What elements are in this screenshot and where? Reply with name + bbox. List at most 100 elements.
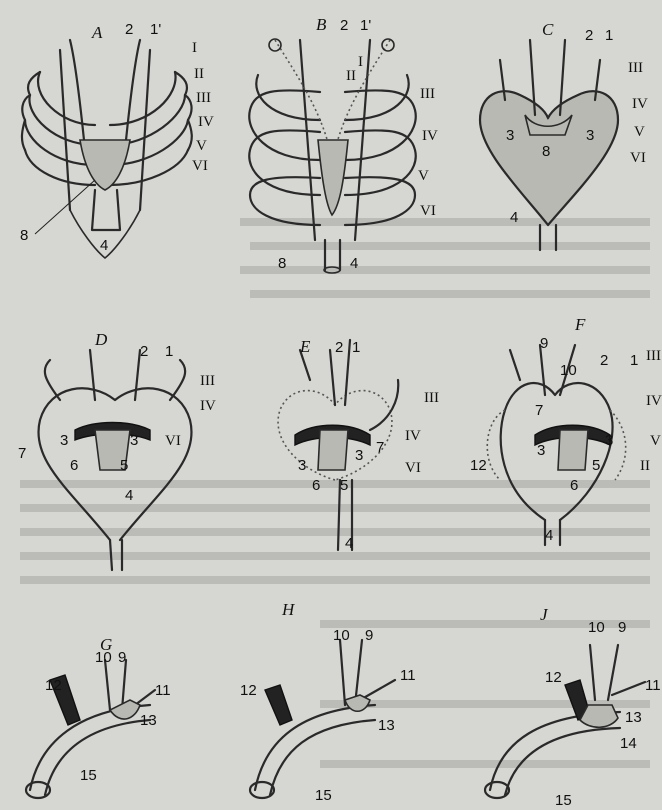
panel-d-part-6: 6 (70, 457, 78, 474)
panel-d-part-3-left: 3 (60, 432, 68, 449)
panel-f-part-5: 5 (592, 457, 600, 474)
panel-a-arch-vi: VI (192, 158, 208, 174)
panel-f-part-3-right: 3 (605, 432, 613, 449)
panel-h-part-13: 13 (378, 717, 395, 734)
panel-f-label-1: 1 (630, 352, 638, 369)
panel-a-label-2: 2 (125, 21, 133, 38)
panel-e-part-4: 4 (345, 535, 353, 552)
panel-e-part-5: 5 (340, 477, 348, 494)
panel-c-arch-v: V (634, 124, 645, 140)
panel-f-arch-iv: IV (646, 393, 662, 409)
panel-h-label-9: 9 (365, 627, 373, 644)
panel-b-arch-iv: IV (422, 128, 438, 144)
panel-c-arch-vi: VI (630, 150, 646, 166)
panel-b-label-1: 1' (360, 17, 371, 34)
panel-h-letter: H (281, 600, 296, 619)
panel-a-label-1: 1' (150, 21, 161, 38)
panel-j-part-11: 11 (645, 677, 661, 694)
panel-f-letter: F (574, 315, 586, 334)
panel-c-arch-iv: IV (632, 96, 648, 112)
panel-j-label-9: 9 (618, 619, 626, 636)
panel-d-letter: D (94, 330, 108, 349)
panel-j-part-12: 12 (545, 669, 562, 686)
panel-e-letter: E (299, 337, 311, 356)
panel-f-part-7: 7 (535, 402, 543, 419)
panel-b-label-2: 2 (340, 17, 348, 34)
panel-f-label-10: 10 (560, 362, 577, 379)
panel-e-part-7: 7 (376, 439, 384, 456)
panel-c-arch-iii: III (628, 60, 643, 76)
panel-b: B 2 1' I II III IV V VI 8 4 (249, 15, 438, 273)
panel-c-part-3-right: 3 (586, 127, 594, 144)
panel-e-part-3-right: 3 (355, 447, 363, 464)
panel-c-part-3-left: 3 (506, 127, 514, 144)
panel-d-part-5: 5 (120, 457, 128, 474)
panel-c-letter: C (542, 20, 554, 39)
panel-d-arch-vi: VI (165, 433, 181, 449)
panel-e-label-1: 1 (352, 339, 360, 356)
panel-f-part-3-left: 3 (537, 442, 545, 459)
panel-a: A 2 1' I II III IV V VI 8 4 (20, 21, 214, 258)
panel-e: E 2 1 III IV VI 3 3 7 6 5 4 (278, 337, 439, 552)
panel-a-truncus (80, 140, 130, 190)
panel-d-part-3-right: 3 (130, 432, 138, 449)
panel-j-label-10: 10 (588, 619, 605, 636)
panel-a-letter: A (91, 23, 103, 42)
panel-b-arch-iii: III (420, 86, 435, 102)
panel-j-part-13: 13 (625, 709, 642, 726)
panel-g-part-12: 12 (45, 677, 62, 694)
panel-d-arch-iv: IV (200, 398, 216, 414)
panel-g-label-10: 10 (95, 649, 112, 666)
panel-d-part-7: 7 (18, 445, 26, 462)
panel-e-part-3-left: 3 (298, 457, 306, 474)
panel-g-label-9: 9 (118, 649, 126, 666)
panel-h-part-12: 12 (240, 682, 257, 699)
panel-e-arch-iii: III (424, 390, 439, 406)
panel-d-arch-iii: III (200, 373, 215, 389)
panel-b-arch-i: I (358, 54, 363, 70)
panel-f-arch-v: V (650, 433, 661, 449)
panel-a-ventral-aorta (92, 190, 120, 230)
panel-g: G 10 9 12 11 13 15 (26, 635, 171, 798)
panel-f-part-12: 12 (470, 457, 487, 474)
panel-a-arch-ii: II (194, 66, 204, 82)
panel-g-part-11: 11 (155, 682, 171, 699)
panel-g-part-13: 13 (140, 712, 157, 729)
panel-d-label-1: 1 (165, 343, 173, 360)
panel-c-label-1: 1 (605, 27, 613, 44)
panel-j-part-15: 15 (555, 792, 572, 809)
panel-a-part-8: 8 (20, 227, 28, 244)
panel-g-part-15: 15 (80, 767, 97, 784)
panel-e-label-2: 2 (335, 339, 343, 356)
panel-c-part-4: 4 (510, 209, 518, 226)
panel-e-arch-iv: IV (405, 428, 421, 444)
panel-e-arch-vi: VI (405, 460, 421, 476)
panel-d-label-2: 2 (140, 343, 148, 360)
panel-f-arch-iii: III (646, 348, 661, 364)
panel-b-truncus (318, 140, 348, 215)
panel-c-part-8: 8 (542, 143, 550, 160)
panel-d-part-4: 4 (125, 487, 133, 504)
panel-b-part-8: 8 (278, 255, 286, 272)
panel-f-arch-ii: II (640, 458, 650, 474)
panel-a-arch-iii: III (196, 90, 211, 106)
panel-c: C 2 1 III IV V VI 3 8 3 4 (480, 20, 648, 250)
panel-b-arch-vi: VI (420, 203, 436, 219)
panel-b-arch-v: V (418, 168, 429, 184)
panel-f-part-4: 4 (545, 527, 553, 544)
panel-h-label-10: 10 (333, 627, 350, 644)
panel-a-part-4: 4 (100, 237, 108, 254)
panel-b-arch-ii: II (346, 68, 356, 84)
panel-b-letter: B (316, 15, 327, 34)
panel-a-arch-v: V (196, 138, 207, 154)
panel-a-arch-iv: IV (198, 114, 214, 130)
panel-f-label-2: 2 (600, 352, 608, 369)
panel-h-part-15: 15 (315, 787, 332, 804)
panel-f-label-9: 9 (540, 335, 548, 352)
panel-e-part-6: 6 (312, 477, 320, 494)
panel-j-part-14: 14 (620, 735, 637, 752)
panel-f-part-6: 6 (570, 477, 578, 494)
panel-h-part-11: 11 (400, 667, 416, 684)
